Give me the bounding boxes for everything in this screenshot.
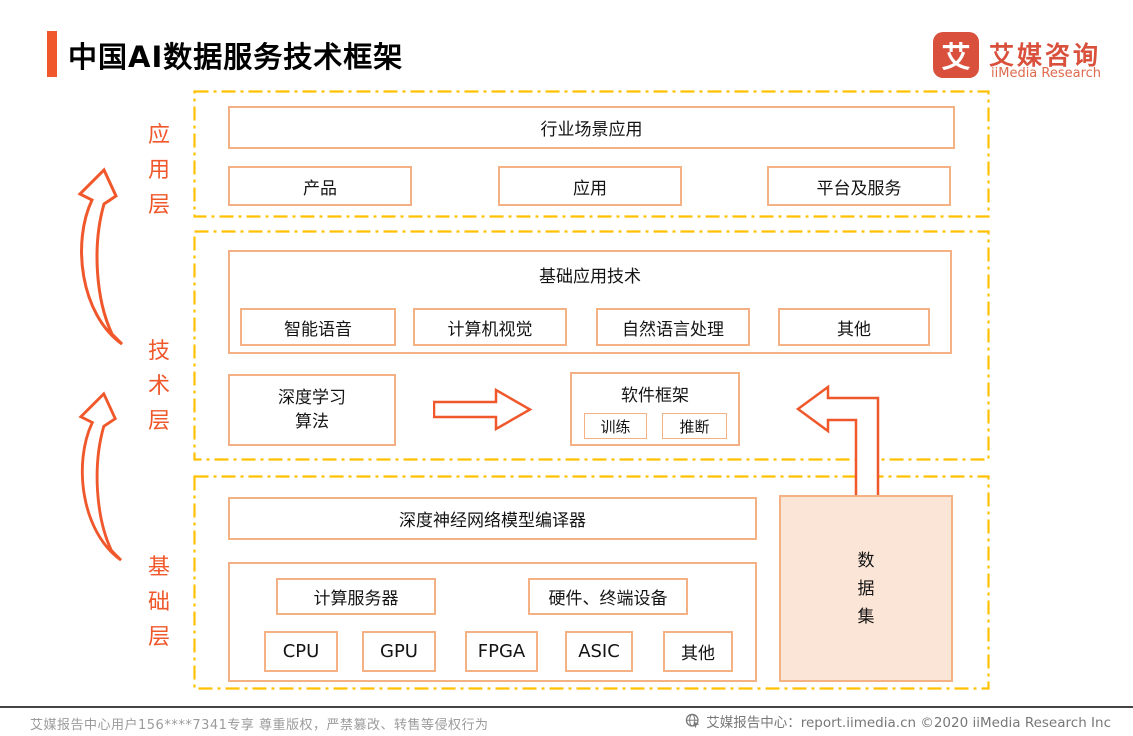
logo-brand-subtitle: iiMedia Research	[991, 66, 1102, 81]
layer-label-foundation: 基础层	[147, 555, 170, 650]
curved-arrow-tech-to-app-icon	[77, 167, 124, 346]
other-chip-box: 其他	[663, 631, 733, 672]
deep-learning-algorithm-box: 深度学习算法	[228, 374, 396, 446]
dnn-model-compiler-box: 深度神经网络模型编译器	[228, 497, 757, 540]
deep-learning-algorithm-label: 深度学习算法	[278, 388, 346, 432]
footer-divider	[0, 706, 1133, 708]
footer-source-text: 艾媒报告中心：report.iimedia.cn ©2020 iiMedia R…	[706, 715, 1111, 731]
hardware-terminal-device-box: 硬件、终端设备	[528, 578, 688, 615]
iimedia-logo-icon: 艾	[933, 32, 979, 78]
technology-layer-section	[193, 230, 990, 461]
industry-scenario-application-box: 行业场景应用	[228, 106, 955, 149]
other-tech-box: 其他	[778, 308, 930, 346]
title-accent-bar	[47, 31, 57, 77]
platform-service-box: 平台及服务	[767, 166, 951, 206]
fpga-box: FPGA	[465, 631, 538, 672]
training-box: 训练	[584, 413, 647, 439]
footer-watermark-text: 艾媒报告中心用户156****7341专享 尊重版权，严禁篡改、转售等侵权行为	[30, 718, 489, 733]
logo-brand-name: 艾媒咨询	[989, 41, 1102, 70]
application-layer-section	[193, 90, 990, 218]
software-framework-title: 软件框架	[621, 386, 689, 406]
layer-label-application: 应用层	[147, 123, 170, 218]
globe-cursor-icon	[686, 713, 700, 729]
asic-box: ASIC	[565, 631, 633, 672]
curved-arrow-found-to-tech-icon	[78, 391, 122, 562]
gpu-box: GPU	[362, 631, 436, 672]
nlp-box: 自然语言处理	[596, 308, 750, 346]
cpu-box: CPU	[264, 631, 338, 672]
page-title: 中国AI数据服务技术框架	[68, 40, 404, 74]
dataset-label: 数据集	[857, 550, 875, 627]
inference-box: 推断	[662, 413, 727, 439]
base-application-tech-title: 基础应用技术	[539, 267, 641, 287]
computing-server-box: 计算服务器	[276, 578, 436, 615]
footer-source: 艾媒报告中心：report.iimedia.cn ©2020 iiMedia R…	[685, 711, 1111, 731]
product-box: 产品	[228, 166, 412, 206]
intelligent-voice-box: 智能语音	[240, 308, 396, 346]
computer-vision-box: 计算机视觉	[413, 308, 567, 346]
right-arrow-icon	[433, 387, 533, 432]
layer-label-technology: 技术层	[147, 339, 170, 434]
logo-glyph: 艾	[941, 40, 971, 74]
application-box: 应用	[498, 166, 682, 206]
dataset-box: 数据集	[779, 495, 953, 682]
foundation-layer-section	[193, 475, 990, 690]
elbow-arrow-dataset-to-framework-icon	[795, 384, 880, 500]
